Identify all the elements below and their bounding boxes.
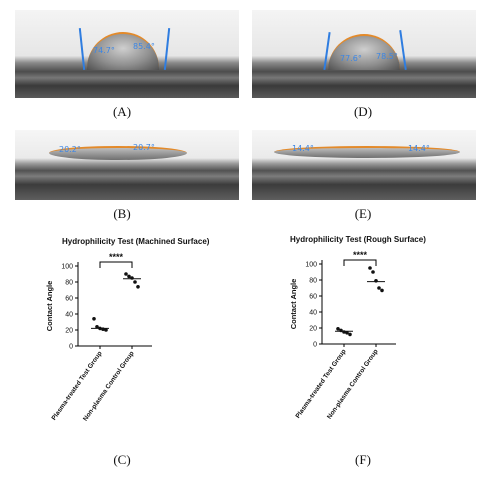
data-point [104,328,108,332]
data-point [380,288,384,293]
panel-label-e: (E) [354,206,372,221]
data-point [92,317,96,321]
data-point [124,272,128,276]
angle-left: 14.4° [292,144,314,153]
y-tick-label: 80 [65,280,73,287]
y-tick-label: 80 [309,278,317,285]
data-point [348,332,352,337]
photo-panel-e: 14.4° 14.4° [252,130,476,200]
significance-label: **** [109,252,124,262]
y-tick-label: 60 [65,296,73,303]
tangent-line-right [399,30,407,70]
panel-label-f: (F) [355,452,371,467]
y-tick-label: 60 [309,294,317,301]
y-tick-label: 100 [305,262,317,269]
photo-panel-b: 20.2° 20.7° [15,130,239,200]
angle-right: 85.4° [133,42,155,51]
angle-right: 78.5° [376,52,398,61]
data-point [95,325,99,329]
y-axis-label: Contact Angle [45,281,54,332]
y-tick-label: 40 [309,310,317,317]
water-film [274,146,460,158]
photo-panel-d: 77.6° 78.5° [252,10,476,98]
y-tick-label: 100 [61,264,73,271]
data-point [336,327,340,331]
significance-bracket [343,259,377,266]
data-point [377,286,381,290]
data-point [345,331,349,335]
tangent-line-right [163,28,171,70]
photo-panel-a: 74.7° 85.4° [15,10,239,98]
y-tick-label: 0 [69,344,73,351]
y-tick-label: 0 [313,342,317,349]
tangent-line-left [78,28,86,70]
angle-left: 20.2° [59,145,81,154]
y-tick-label: 40 [65,312,73,319]
y-axis-label: Contact Angle [289,279,298,330]
chart-title-c: Hydrophilicity Test (Machined Surface) [62,237,210,246]
panel-label-d: (D) [353,104,373,119]
angle-left: 74.7° [93,46,115,55]
data-point [127,274,131,279]
significance-bracket [99,261,133,268]
data-point [371,270,375,274]
y-tick-label: 20 [309,326,317,333]
significance-label: **** [353,250,368,260]
data-point [133,280,137,284]
data-point [136,285,140,289]
panel-label-c: (C) [113,452,131,467]
angle-right: 20.7° [133,143,155,152]
panel-label-b: (B) [113,206,131,221]
panel-label-a: (A) [112,104,132,119]
angle-left: 77.6° [340,54,362,63]
water-film [49,146,187,160]
y-tick-label: 20 [65,328,73,335]
angle-right: 14.4° [408,144,430,153]
chart-title-f: Hydrophilicity Test (Rough Surface) [290,235,426,244]
data-point [368,266,372,270]
